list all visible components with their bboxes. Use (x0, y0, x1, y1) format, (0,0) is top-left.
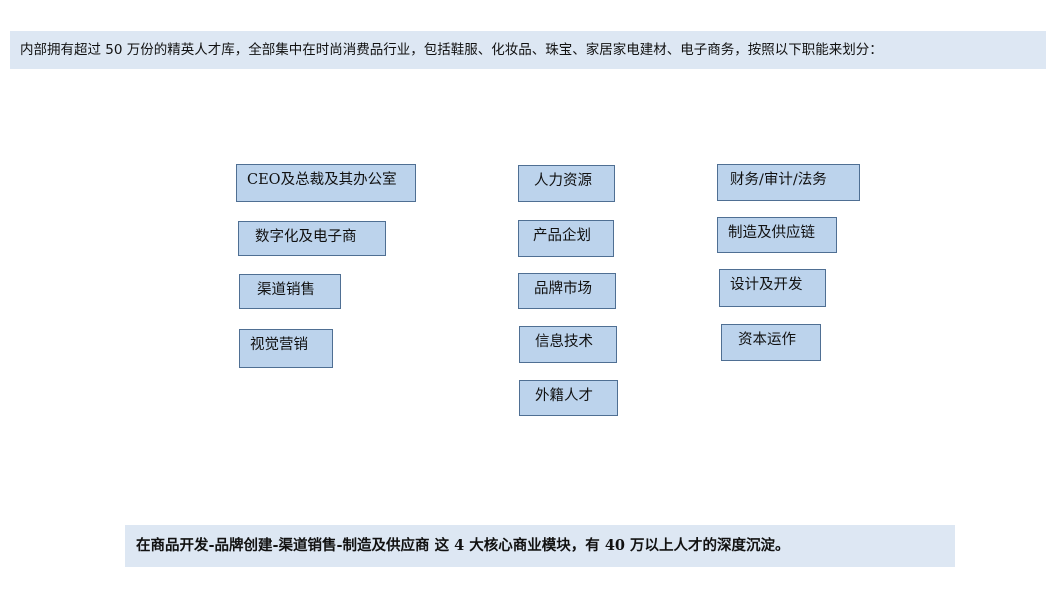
box-product-planning: 产品企划 (518, 220, 614, 257)
box-product-planning-label: 产品企划 (533, 228, 591, 244)
box-foreign-talent: 外籍人才 (519, 380, 618, 416)
header-text: 内部拥有超过 50 万份的精英人才库，全部集中在时尚消费品行业，包括鞋服、化妆品… (20, 42, 883, 58)
box-manufacturing-supply-chain-label: 制造及供应链 (728, 225, 815, 241)
box-channel-sales-label: 渠道销售 (257, 282, 315, 298)
box-manufacturing-supply-chain: 制造及供应链 (717, 217, 837, 253)
box-channel-sales: 渠道销售 (239, 274, 341, 309)
box-human-resources: 人力资源 (518, 165, 615, 202)
box-design-development: 设计及开发 (719, 269, 826, 307)
box-information-technology-label: 信息技术 (535, 334, 593, 350)
box-ceo-office-label: CEO及总裁及其办公室 (247, 172, 397, 188)
box-visual-marketing: 视觉营销 (239, 329, 333, 368)
footer-text: 在商品开发-品牌创建-渠道销售-制造及供应商 这 4 大核心商业模块，有 40 … (136, 537, 790, 554)
box-foreign-talent-label: 外籍人才 (535, 388, 593, 404)
box-information-technology: 信息技术 (519, 326, 617, 363)
box-human-resources-label: 人力资源 (534, 173, 592, 189)
box-visual-marketing-label: 视觉营销 (250, 337, 308, 353)
box-design-development-label: 设计及开发 (730, 277, 803, 293)
box-brand-market-label: 品牌市场 (534, 281, 592, 297)
box-finance-audit-legal: 财务/审计/法务 (717, 164, 860, 201)
box-capital-operation-label: 资本运作 (738, 332, 796, 348)
box-digital-ecommerce-label: 数字化及电子商 (255, 229, 357, 245)
footer-banner: 在商品开发-品牌创建-渠道销售-制造及供应商 这 4 大核心商业模块，有 40 … (125, 525, 955, 567)
box-digital-ecommerce: 数字化及电子商 (238, 221, 386, 256)
box-ceo-office: CEO及总裁及其办公室 (236, 164, 416, 202)
header-banner: 内部拥有超过 50 万份的精英人才库，全部集中在时尚消费品行业，包括鞋服、化妆品… (10, 31, 1046, 69)
box-finance-audit-legal-label: 财务/审计/法务 (730, 172, 827, 188)
box-brand-market: 品牌市场 (518, 273, 616, 309)
box-capital-operation: 资本运作 (721, 324, 821, 361)
